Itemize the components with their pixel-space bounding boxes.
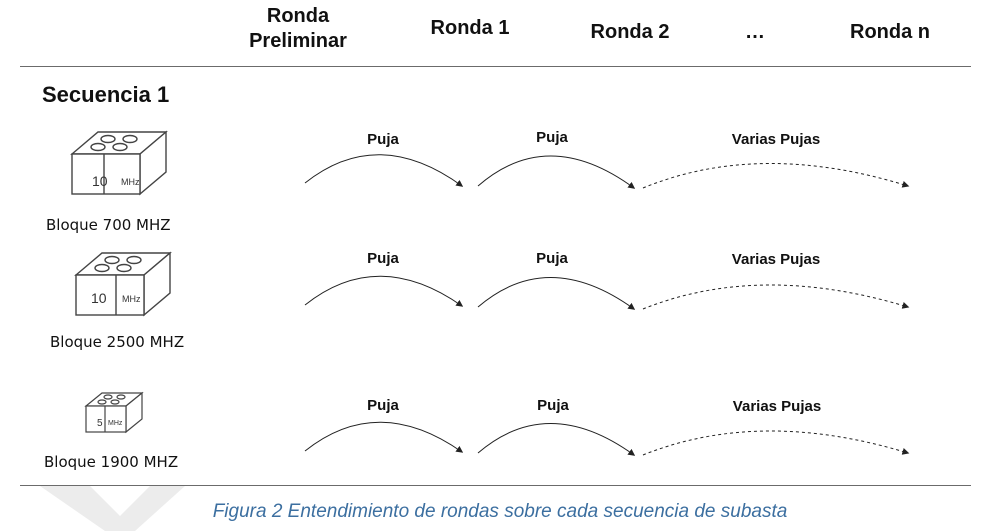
bid-label: Puja [536, 129, 568, 146]
bid-arrow [477, 423, 636, 456]
block-value: 10 [91, 290, 107, 306]
bid-arrow [477, 277, 636, 310]
block-label: Bloque 700 MHZ [46, 216, 171, 234]
header-ellipsis: … [745, 21, 765, 43]
bid-label: Puja [537, 397, 569, 414]
bid-label: Puja [367, 131, 399, 148]
header-ronda-n: Ronda n [850, 21, 930, 43]
header-divider [20, 66, 971, 67]
block-label: Bloque 1900 MHZ [44, 453, 179, 471]
block-value: 10 [92, 173, 108, 189]
block-label: Bloque 2500 MHZ [50, 333, 185, 351]
block-unit: MHz [108, 420, 123, 427]
header-ronda-1: Ronda 1 [430, 17, 510, 39]
sequence-title: Secuencia 1 [42, 82, 170, 107]
header-ronda-2: Ronda 2 [590, 21, 670, 43]
block-value: 5 [97, 418, 103, 429]
bid-label: Puja [367, 397, 399, 414]
figure-caption: Figura 2 Entendimiento de rondas sobre c… [212, 501, 788, 522]
multiple-bids-arrow [642, 284, 910, 310]
multiple-bids-label: Varias Pujas [731, 251, 821, 268]
bid-arrow [477, 155, 636, 189]
multiple-bids-label: Varias Pujas [731, 131, 821, 148]
block-cube-icon [70, 130, 168, 196]
header-ronda-preliminar: Ronda Preliminar [249, 5, 347, 52]
multiple-bids-arrow [642, 430, 910, 456]
caption-divider [20, 485, 971, 486]
bid-label: Puja [536, 250, 568, 267]
multiple-bids-label: Varias Pujas [732, 398, 822, 415]
watermark-chevron-icon [40, 486, 185, 531]
block-cube-icon [84, 391, 144, 434]
block-unit: MHz [122, 294, 141, 304]
block-unit: MHz [121, 177, 140, 187]
block-cube-icon [74, 251, 172, 317]
multiple-bids-arrow [642, 163, 910, 189]
bid-arrow [304, 275, 464, 307]
bid-arrow [304, 154, 464, 187]
bid-arrow [304, 421, 464, 453]
bid-label: Puja [367, 250, 399, 267]
